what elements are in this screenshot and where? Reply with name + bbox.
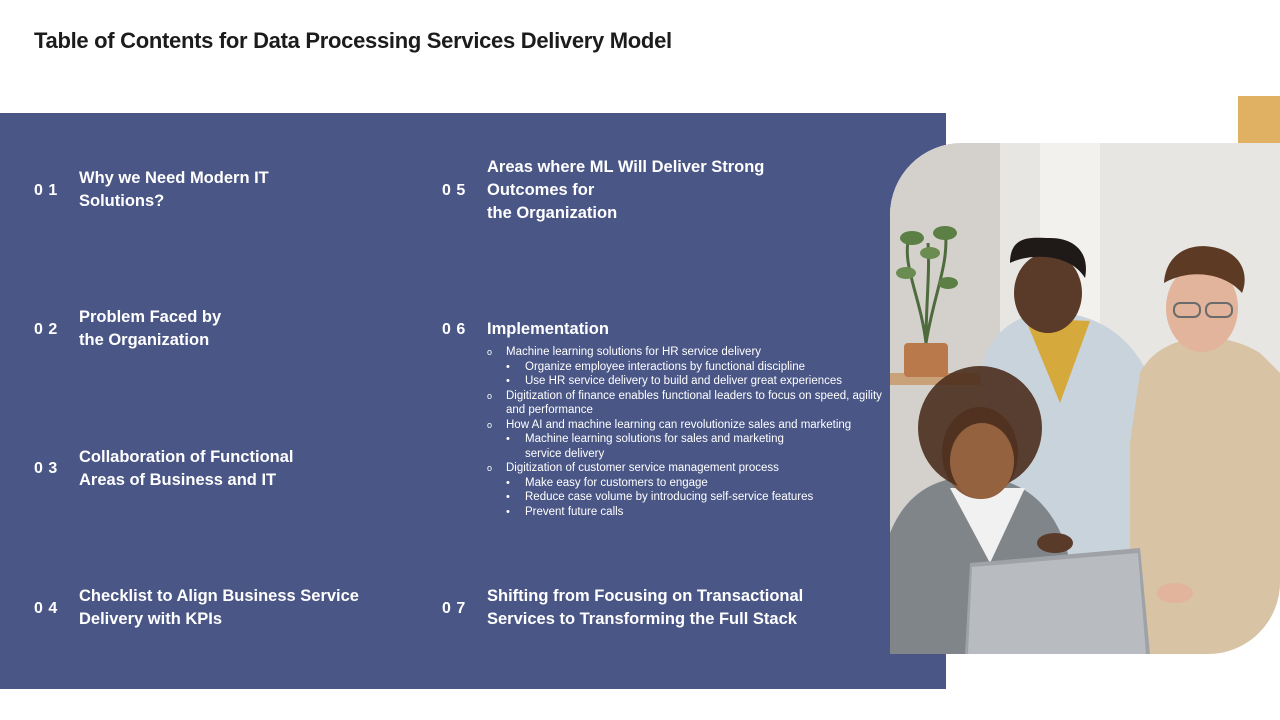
circle-bullet-icon: o <box>487 463 493 473</box>
page-title: Table of Contents for Data Processing Se… <box>34 28 672 53</box>
toc-number-1: 0 1 <box>34 182 58 199</box>
toc-number-7: 0 7 <box>442 600 466 617</box>
detail-subitem: •Reduce case volume by introducing self-… <box>506 491 814 503</box>
toc-heading-6[interactable]: Implementation <box>487 320 609 338</box>
circle-bullet-icon: o <box>487 390 493 401</box>
circle-bullet-icon: o <box>487 419 493 430</box>
toc-number-4: 0 4 <box>34 600 58 617</box>
dot-bullet-icon: • <box>506 360 510 373</box>
dot-bullet-icon: • <box>506 505 510 518</box>
toc-heading-2[interactable]: Problem Faced by the Organization <box>79 308 222 349</box>
dot-bullet-icon: • <box>506 491 510 503</box>
team-photo <box>890 143 1280 654</box>
circle-bullet-icon: o <box>487 347 493 357</box>
toc-number-3: 0 3 <box>34 460 58 477</box>
detail-subitem: •Use HR service delivery to build and de… <box>506 375 843 387</box>
dot-bullet-icon: • <box>506 433 510 445</box>
team-photo-icon <box>890 143 1280 654</box>
toc-heading-7[interactable]: Shifting from Focusing on Transactional … <box>487 587 804 628</box>
toc-panel <box>0 113 946 689</box>
detail-subitem: •Make easy for customers to engage <box>506 476 708 489</box>
detail-subitem: •Prevent future calls <box>506 505 624 518</box>
toc-number-6: 0 6 <box>442 321 466 338</box>
detail-subitem: •Organize employee interactions by funct… <box>506 360 805 373</box>
toc-heading-4[interactable]: Checklist to Align Business Service Deli… <box>79 587 359 628</box>
toc-heading-5[interactable]: Areas where ML Will Deliver Strong Outco… <box>487 158 765 222</box>
toc-number-5: 0 5 <box>442 182 466 199</box>
dot-bullet-icon: • <box>506 476 510 489</box>
toc-heading-1[interactable]: Why we Need Modern IT Solutions? <box>79 169 269 210</box>
dot-bullet-icon: • <box>506 375 510 387</box>
toc-number-2: 0 2 <box>34 321 58 338</box>
toc-heading-3[interactable]: Collaboration of Functional Areas of Bus… <box>79 448 294 489</box>
detail-subitem: •Machine learning solutions for sales an… <box>506 433 784 460</box>
